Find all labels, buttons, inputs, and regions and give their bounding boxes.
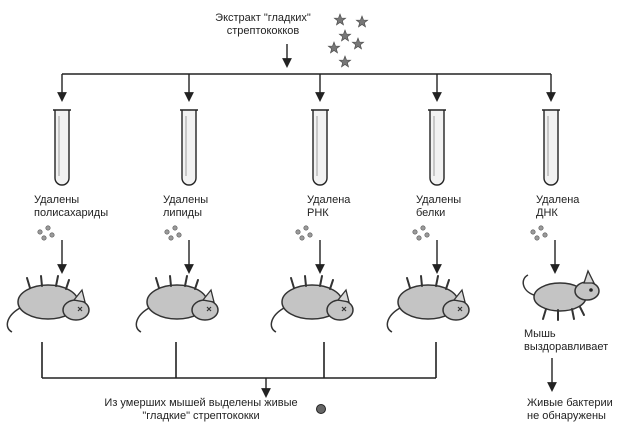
- tube-label-lipids: Удалены липиды: [163, 194, 243, 220]
- bacteria-dots-icon: [530, 225, 548, 241]
- tube-label-polysaccharides: Удалены полисахариды: [34, 194, 124, 220]
- tube-label-line1: Удалены: [163, 194, 209, 206]
- bacteria-dots-icons: [37, 225, 548, 414]
- tube-label-line2: РНК: [307, 207, 329, 219]
- test-tubes: [53, 109, 560, 186]
- extract-label-line1: Экстракт "гладких": [215, 12, 311, 24]
- bacteria-dots-icon: [164, 225, 182, 241]
- star-icon: [338, 55, 352, 68]
- tube-label-line1: Удалены: [34, 194, 80, 206]
- star-icon: [351, 37, 365, 50]
- bottom-result-line2: "гладкие" стрептококки: [142, 410, 260, 422]
- tube-label-proteins: Удалены белки: [416, 194, 496, 220]
- test-tube-icon: [53, 109, 71, 186]
- star-icons: [327, 13, 369, 68]
- extract-label-line2: стрептококков: [226, 25, 300, 37]
- bottom-result-line1: Из умерших мышей выделены живые: [104, 397, 298, 409]
- mouse-recovers-line1: Мышь: [524, 328, 556, 340]
- mouse-icon: [6, 275, 91, 333]
- mouse-icon: [522, 269, 600, 321]
- tube-label-line1: Удалена: [307, 194, 351, 206]
- tube-label-rna: Удалена РНК: [307, 194, 387, 220]
- mouse-icon: [386, 275, 470, 333]
- test-tube-icon: [542, 109, 560, 186]
- bacteria-dots-icon: [295, 225, 313, 241]
- mouse-recovers-label: Мышь выздоравливает: [524, 328, 628, 354]
- no-bacteria-label: Живые бактерии не обнаружены: [527, 397, 631, 423]
- star-icon: [355, 15, 369, 28]
- tube-label-line2: полисахариды: [34, 207, 109, 219]
- tube-label-line2: липиды: [163, 207, 202, 219]
- star-icon: [338, 29, 352, 42]
- bacteria-dots-icon: [37, 225, 55, 241]
- no-bacteria-line2: не обнаружены: [527, 410, 606, 422]
- tube-label-line1: Удалены: [416, 194, 462, 206]
- test-tube-icon: [180, 109, 198, 186]
- tube-label-line1: Удалена: [536, 194, 580, 206]
- mouse-icon: [270, 275, 354, 333]
- test-tube-icon: [311, 109, 329, 186]
- star-icon: [327, 41, 341, 54]
- bottom-result-label: Из умерших мышей выделены живые "гладкие…: [94, 397, 308, 423]
- mouse-recovers-line2: выздоравливает: [524, 341, 609, 353]
- test-tube-icon: [428, 109, 446, 186]
- connector-lines: [41, 44, 560, 398]
- mouse-icon: [135, 275, 219, 333]
- extract-label: Экстракт "гладких" стрептококков: [198, 12, 328, 38]
- tube-label-line2: ДНК: [536, 207, 558, 219]
- mice: [6, 269, 600, 333]
- tube-label-dna: Удалена ДНК: [536, 194, 616, 220]
- tube-label-line2: белки: [416, 207, 446, 219]
- no-bacteria-line1: Живые бактерии: [527, 397, 613, 409]
- bacteria-dot-icon: [316, 404, 326, 414]
- star-icon: [333, 13, 347, 26]
- bacteria-dots-icon: [412, 225, 430, 241]
